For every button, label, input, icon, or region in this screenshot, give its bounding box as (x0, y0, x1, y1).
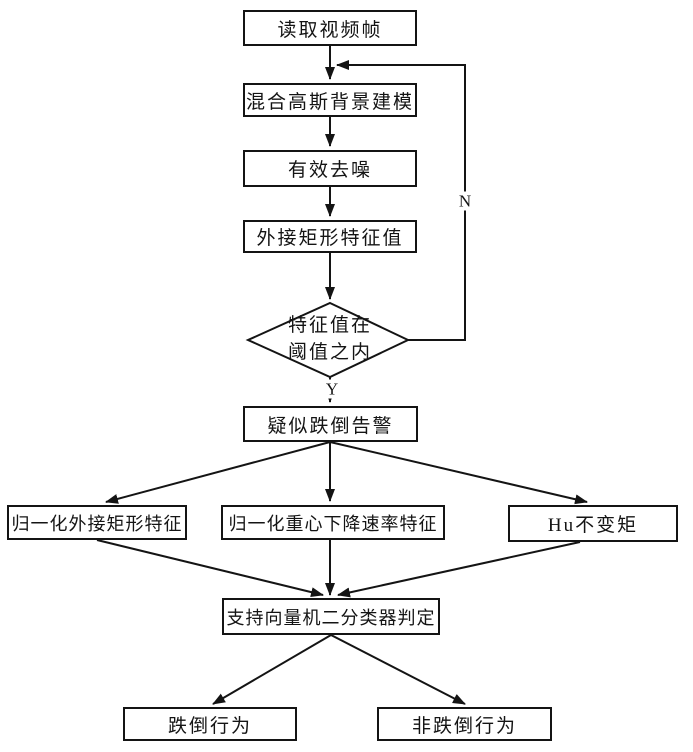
decision-text-line1: 特征值在 (287, 315, 372, 336)
node-fall-behavior: 跌倒行为 (123, 707, 297, 741)
node-suspected-fall-alarm: 疑似跌倒告警 (243, 406, 418, 442)
edge-hu-to-svm (337, 541, 581, 598)
node-svm-binary-classifier: 支持向量机二分类器判定 (222, 598, 440, 635)
node-normalized-rect-feature: 归一化外接矩形特征 (7, 505, 187, 540)
node-non-fall-behavior: 非跌倒行为 (377, 707, 552, 741)
decision-text-line2: 阈值之内 (287, 342, 372, 363)
edge-alarm-to-normrect (105, 441, 331, 504)
edge-alarm-to-hu (329, 441, 588, 505)
node-read-video-frame: 读取视频帧 (243, 10, 417, 46)
edge-normrect-to-svm (96, 539, 324, 598)
decision-diamond-shape (245, 301, 411, 379)
node-normalized-centroid-descent-feature: 归一化重心下降速率特征 (221, 505, 445, 540)
node-threshold-decision: 特征值在 阈值之内 (258, 312, 402, 366)
node-bounding-rect-feature: 外接矩形特征值 (243, 220, 417, 253)
node-denoise: 有效去噪 (243, 150, 417, 187)
node-hu-invariant-moments: Hu不变矩 (508, 505, 678, 542)
edge-svm-to-fall (212, 634, 332, 705)
label-yes-branch: Y (323, 379, 341, 399)
label-no-branch: N (456, 191, 474, 211)
edge-svm-to-nonfall (330, 634, 466, 705)
node-gaussian-background-model: 混合高斯背景建模 (243, 83, 417, 117)
